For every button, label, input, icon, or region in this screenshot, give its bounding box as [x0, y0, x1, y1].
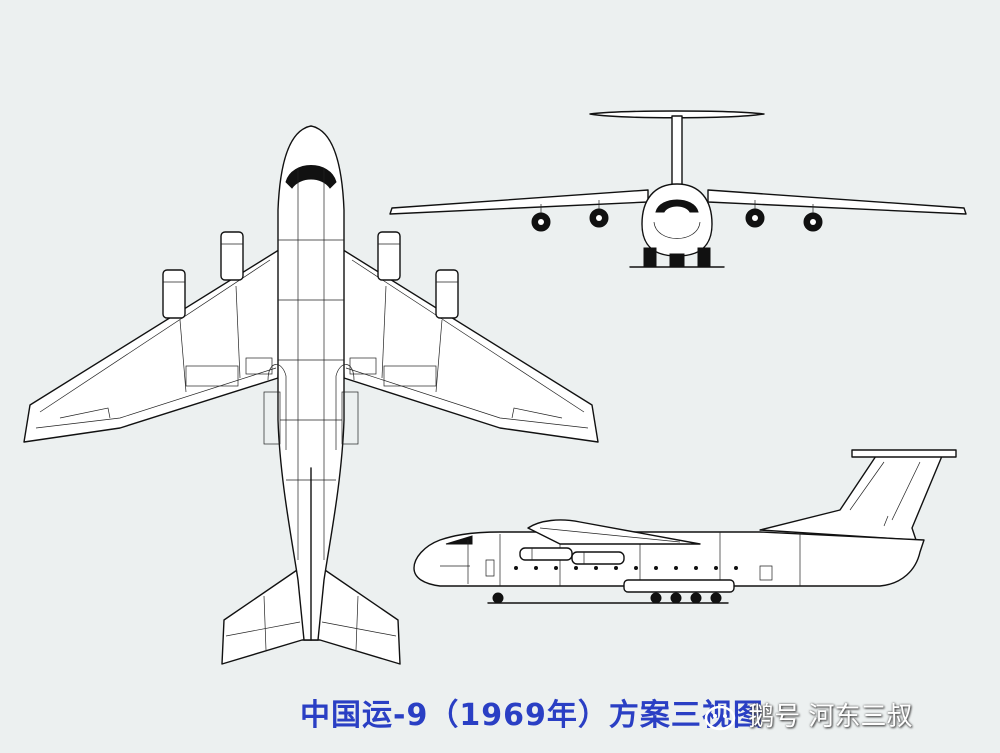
side-view-radome — [851, 449, 957, 458]
side-view — [413, 449, 957, 604]
side-view-gear-pod — [623, 579, 735, 593]
front-view-fin — [671, 115, 683, 189]
drawing-caption: 中国运-9（1969年）方案三视图 — [300, 698, 764, 733]
side-view-wing — [527, 519, 701, 545]
side-view-tail-fin — [759, 455, 943, 541]
top-view — [23, 125, 599, 665]
top-view-engines — [162, 231, 459, 319]
front-view — [389, 110, 967, 268]
side-view-fuselage — [413, 531, 925, 587]
front-view-engines — [531, 200, 823, 232]
watermark-text: 鹅号 河东三叔 — [748, 702, 913, 732]
side-view-cockpit — [445, 535, 473, 545]
front-view-left-wing — [389, 189, 649, 215]
front-view-radome — [589, 110, 765, 119]
top-view-fuselage-details — [263, 168, 359, 641]
side-view-engines — [519, 547, 625, 565]
watermark: 鹅号 河东三叔 — [700, 696, 913, 733]
front-view-fuselage — [641, 183, 713, 257]
penguin-logo-icon — [700, 705, 740, 731]
front-view-landing-gear — [629, 247, 725, 268]
front-view-right-wing — [707, 189, 967, 215]
side-view-landing-gear — [487, 592, 729, 604]
front-view-cockpit — [655, 199, 699, 213]
top-view-wing-details — [35, 259, 589, 429]
